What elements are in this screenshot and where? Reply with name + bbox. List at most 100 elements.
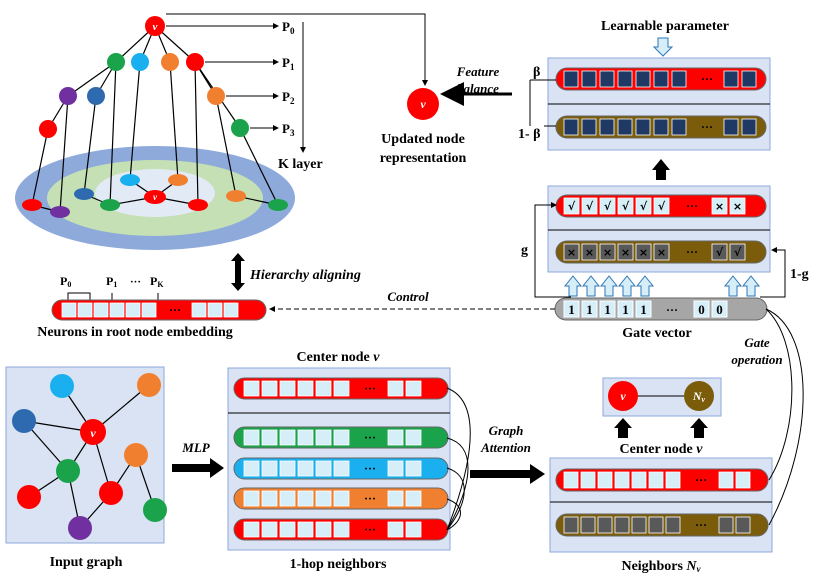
base-node-orange-right xyxy=(226,190,246,202)
one-minus-g-label: 1-g xyxy=(790,267,809,282)
cell-mark: × xyxy=(603,246,612,259)
gated-vector-olive: ××××××···√√ xyxy=(555,240,767,264)
vector-cell xyxy=(243,490,260,507)
cell-mark: √ xyxy=(568,200,576,213)
vector-cell xyxy=(735,471,751,489)
vector-cell xyxy=(653,118,669,136)
cell-mark: × xyxy=(733,200,742,213)
neighbors-nv-label: Neighbors Nv xyxy=(621,559,701,574)
hierarchy-tree: v v P0 P1 P2 P3 K layer xyxy=(15,16,323,250)
cell-mark: √ xyxy=(716,246,724,259)
vector-cell xyxy=(315,460,332,477)
graph-node-red-right xyxy=(99,481,123,505)
node-l3-red xyxy=(39,120,57,138)
vector-cell xyxy=(617,70,633,88)
graph-v-label: v xyxy=(90,426,96,440)
vector-cell xyxy=(333,380,350,397)
graph-node-green-mid xyxy=(56,459,80,483)
gate-up-arrow xyxy=(563,275,583,297)
g-label: g xyxy=(521,243,528,258)
vector-dots: ··· xyxy=(364,382,376,396)
vector-dots: ··· xyxy=(364,523,376,537)
vector-cell xyxy=(665,471,681,489)
vector-cell xyxy=(279,460,296,477)
mlp-vector-row: ··· xyxy=(233,377,449,400)
gate-up-arrows xyxy=(563,275,761,297)
vector-cell xyxy=(580,471,596,489)
control-label: Control xyxy=(387,289,429,304)
feature-balance-label-2: balance xyxy=(457,81,499,96)
vector-cell xyxy=(635,197,652,215)
vector-dots: ··· xyxy=(686,245,698,259)
gate-up-arrow xyxy=(581,275,601,297)
gate-up-arrow xyxy=(635,275,655,297)
node-l1-cyan xyxy=(131,53,149,71)
feature-balance-label-1: Feature xyxy=(456,64,500,79)
vector-cell xyxy=(279,380,296,397)
vector-cell xyxy=(109,302,125,318)
vector-cell xyxy=(735,516,751,534)
node-l1-orange xyxy=(161,53,179,71)
gate-value: 1 xyxy=(586,302,593,317)
gate-value: 1 xyxy=(622,302,629,317)
graph-node-blue xyxy=(12,409,36,433)
vector-cell xyxy=(141,302,157,318)
vector-dots: ··· xyxy=(701,72,713,86)
vector-cell xyxy=(207,302,223,318)
gate-cell xyxy=(599,300,616,318)
vector-cell xyxy=(581,197,598,215)
learnable-parameter-label: Learnable parameter xyxy=(601,19,729,34)
vector-cell xyxy=(563,243,580,261)
cell-mark: × xyxy=(567,246,576,259)
node-l3-green xyxy=(231,119,249,137)
base-node-red-left xyxy=(22,199,42,211)
attention-vector-olive: ··· xyxy=(555,513,769,537)
mlp-vector-row: ··· xyxy=(233,457,449,480)
vector-cell xyxy=(405,460,422,477)
vector-cell xyxy=(315,380,332,397)
vector-cell xyxy=(718,471,734,489)
vector-cell xyxy=(563,516,579,534)
feedback-line xyxy=(166,13,428,86)
vector-cell xyxy=(261,380,278,397)
vector-cell xyxy=(597,516,613,534)
one-minus-beta-label: 1- β xyxy=(518,127,541,142)
mlp-label: MLP xyxy=(181,440,211,455)
vector-cell xyxy=(599,118,615,136)
graph-attention-arrow xyxy=(470,464,545,484)
vector-cell xyxy=(599,243,616,261)
vector-cell xyxy=(387,429,404,446)
vector-cell xyxy=(261,490,278,507)
gated-vector-red: √√√√√√···×× xyxy=(555,194,767,218)
balance-vector-olive: ··· xyxy=(555,115,767,139)
mlp-vectors: ··············· xyxy=(233,377,449,541)
vector-cell xyxy=(635,118,651,136)
vector-cell xyxy=(333,429,350,446)
up-arrow-center-v xyxy=(614,418,632,438)
node-root xyxy=(145,16,165,36)
vector-cell xyxy=(243,460,260,477)
updated-node-label-1: Updated node xyxy=(381,132,465,147)
vector-dots: ··· xyxy=(686,199,698,213)
graph-node-red-left xyxy=(17,485,41,509)
vector-cell xyxy=(563,197,580,215)
vector-cell xyxy=(333,521,350,538)
vector-cell xyxy=(315,429,332,446)
vector-cell xyxy=(614,516,630,534)
center-node-label-top: Center node v xyxy=(297,350,381,365)
vector-cell xyxy=(125,302,141,318)
vector-cell xyxy=(599,70,615,88)
one-minus-g-line xyxy=(760,247,786,298)
center-v-text: v xyxy=(620,389,626,403)
balance-vector-red: ··· xyxy=(555,67,767,91)
gate-vector-label: Gate vector xyxy=(622,326,692,341)
one-hop-label: 1-hop neighbors xyxy=(290,557,387,572)
vector-cell xyxy=(93,302,109,318)
gate-operation-curves xyxy=(765,308,804,526)
vector-cell xyxy=(617,197,634,215)
gate-cell xyxy=(693,300,710,318)
neuron-p0-label: P0 xyxy=(60,274,71,289)
vector-cell xyxy=(711,197,728,215)
vector-cell xyxy=(297,380,314,397)
